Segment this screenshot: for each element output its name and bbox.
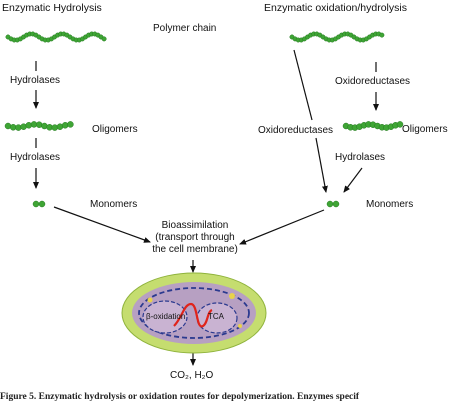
label-hydrolases-left-1: Hydrolases	[10, 75, 61, 86]
bioassimilation-line-1: Bioassimilation	[161, 220, 229, 231]
title-enzymatic-hydrolysis: Enzymatic Hydrolysis	[2, 2, 102, 14]
label-oligomers-left: Oligomers	[92, 124, 138, 135]
oligomer-right	[342, 121, 404, 131]
oligomer-left	[4, 121, 74, 131]
arrow-right-hydrolases	[343, 167, 363, 193]
bioassimilation-line-2: (transport through	[155, 232, 235, 243]
bead	[326, 200, 334, 208]
label-oligomers-right: Oligomers	[402, 124, 448, 135]
polymer-chain-left	[5, 31, 107, 43]
bead	[38, 200, 46, 208]
bead	[32, 200, 40, 208]
label-monomers-left: Monomers	[90, 199, 138, 210]
label-oxidoreductases-diagonal: Oxidoreductases	[258, 125, 334, 136]
bioassimilation-line-3: the cell membrane)	[152, 244, 238, 255]
label-oxidoreductases-right: Oxidoreductases	[335, 76, 411, 87]
arrow-right-diagonal-b	[315, 137, 328, 193]
cell	[121, 272, 267, 354]
bead	[396, 121, 404, 128]
label-hydrolases-right: Hydrolases	[335, 152, 386, 163]
arrow-converge-left	[53, 206, 151, 243]
bead	[379, 32, 385, 38]
metabolic-pathway-line	[173, 302, 213, 328]
label-hydrolases-left-2: Hydrolases	[10, 152, 61, 163]
organelle-dot	[229, 293, 235, 299]
polymer-chain-right	[289, 31, 385, 43]
bead	[67, 121, 74, 128]
label-monomers-right: Monomers	[366, 199, 414, 210]
label-products: CO₂, H₂O	[170, 370, 214, 381]
arrow-right-diagonal-a	[293, 49, 313, 121]
monomer-left	[32, 200, 46, 208]
bead	[332, 200, 340, 208]
cell-membrane	[138, 287, 250, 339]
monomer-right	[326, 200, 340, 208]
label-tca: TCA	[208, 312, 224, 321]
label-polymer-chain: Polymer chain	[153, 23, 217, 34]
organelle-dot	[147, 297, 153, 303]
degradation-diagram	[4, 31, 404, 366]
label-bioassimilation: Bioassimilation (transport through the c…	[140, 220, 250, 256]
bead	[101, 36, 107, 42]
organelle-dot	[238, 324, 242, 328]
title-enzymatic-oxidation: Enzymatic oxidation/hydrolysis	[264, 2, 407, 14]
figure-caption: Figure 5. Enzymatic hydrolysis or oxidat…	[0, 392, 360, 402]
arrow-converge-right	[239, 209, 325, 245]
label-beta-oxidation: β-oxidation	[146, 312, 186, 321]
